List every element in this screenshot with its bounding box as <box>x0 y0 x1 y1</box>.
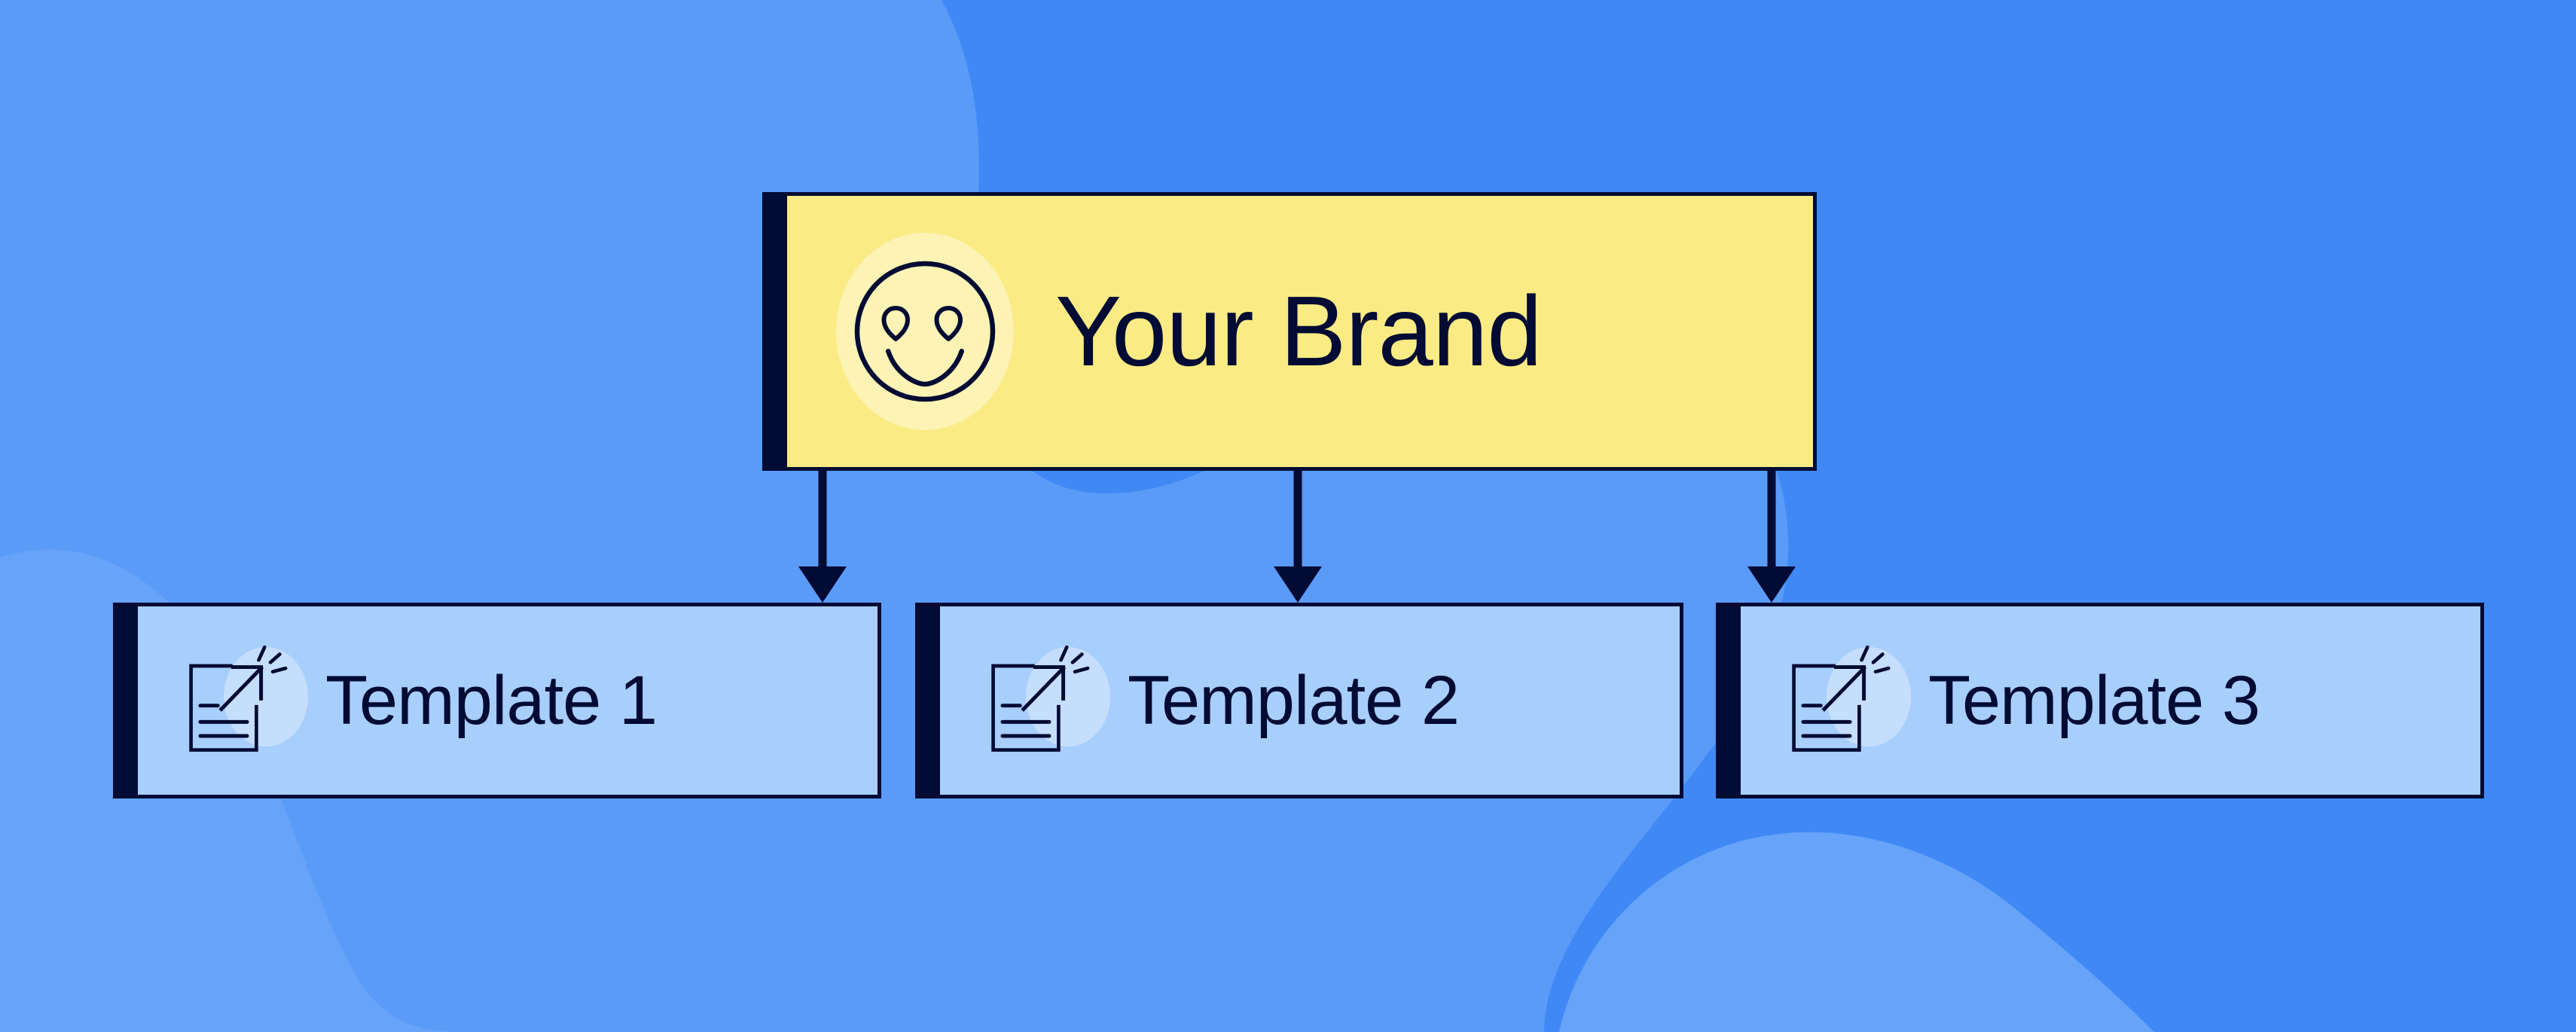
template-node-3[interactable]: Template 3 <box>1716 603 2484 798</box>
brand-node-panel[interactable]: Your Brand <box>783 192 1817 471</box>
template-node-2[interactable]: Template 2 <box>915 603 1683 798</box>
template-icon-container <box>177 643 308 759</box>
wave-shape-light-bottom <box>1559 832 2154 1032</box>
template-icon-container <box>979 643 1110 759</box>
brand-label: Your Brand <box>1055 276 1543 386</box>
brand-node[interactable]: Your Brand <box>762 192 1817 471</box>
brand-icon-container <box>831 233 1019 430</box>
template-label: Template 1 <box>325 662 658 739</box>
template-icon-glow <box>1026 646 1110 747</box>
template-node-panel[interactable]: Template 2 <box>936 603 1683 798</box>
template-node-panel[interactable]: Template 3 <box>1737 603 2484 798</box>
template-node-1[interactable]: Template 1 <box>113 603 881 798</box>
template-label: Template 2 <box>1128 662 1460 739</box>
document-arrow-sparkle-icon <box>1792 645 1891 752</box>
smiling-face-with-heart-eyes-icon <box>854 261 996 402</box>
template-icon-glow <box>224 646 308 747</box>
template-icon-container <box>1780 643 1911 759</box>
document-arrow-sparkle-icon <box>991 645 1090 752</box>
document-arrow-sparkle-icon <box>189 645 288 752</box>
template-icon-glow <box>1827 646 1911 747</box>
template-label: Template 3 <box>1928 662 2260 739</box>
template-node-panel[interactable]: Template 1 <box>134 603 881 798</box>
